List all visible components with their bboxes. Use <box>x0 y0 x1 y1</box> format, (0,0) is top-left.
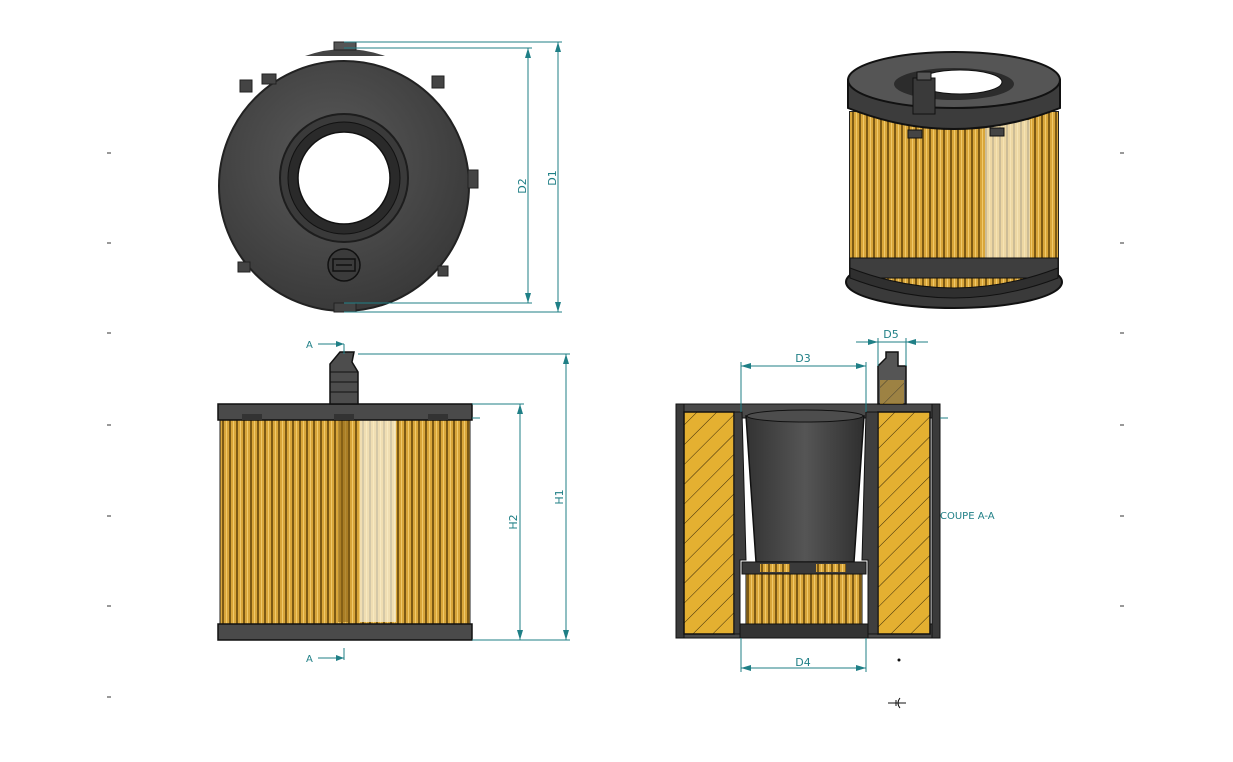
dimension-label-d3: D3 <box>795 352 810 365</box>
section-marker-top: A <box>306 340 313 351</box>
dimension-label-d5: D5 <box>883 328 898 341</box>
sheet-border-ticks <box>107 152 1124 698</box>
dimension-d3-d4-d5 <box>740 338 948 672</box>
dimension-label-d4: D4 <box>795 656 810 669</box>
section-view <box>675 351 941 639</box>
projection-symbol <box>888 658 906 709</box>
dimension-label-d1: D1 <box>546 170 559 185</box>
front-view <box>217 351 473 641</box>
top-view <box>218 41 479 313</box>
section-title: COUPE A-A <box>940 511 995 522</box>
dimension-label-h2: H2 <box>507 514 520 529</box>
dimension-d1-d2 <box>344 41 562 313</box>
dimension-label-d2: D2 <box>516 178 529 193</box>
dimension-label-h1: H1 <box>553 489 566 504</box>
isometric-view <box>845 51 1063 309</box>
dimension-h1-h2 <box>358 353 570 641</box>
section-marker-bottom: A <box>306 654 313 665</box>
section-markers <box>318 341 345 661</box>
